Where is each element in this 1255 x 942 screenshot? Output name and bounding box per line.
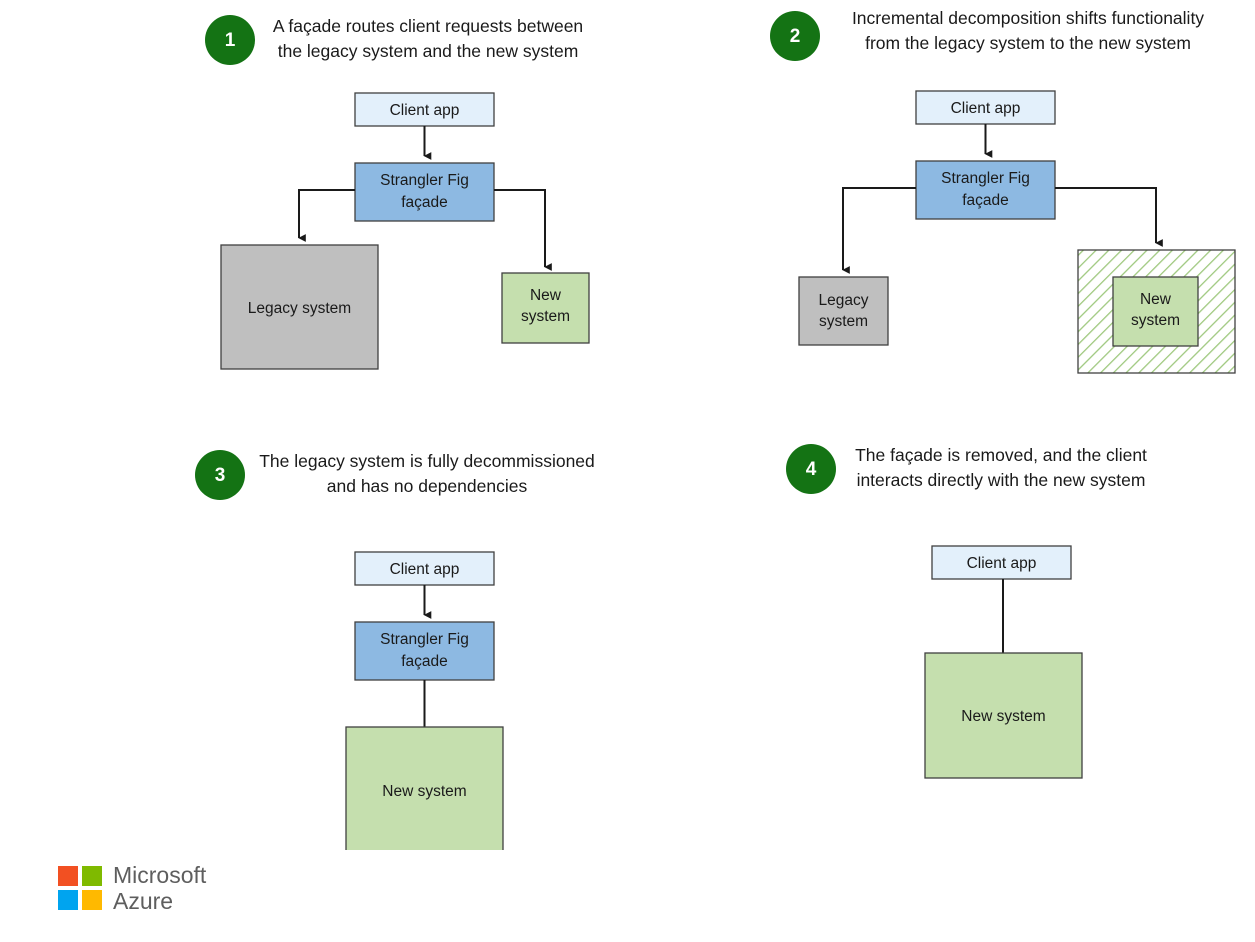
box-new-system-label-line2: system — [1131, 312, 1180, 329]
stage-badge-number: 1 — [224, 29, 236, 51]
box-client-app-label: Client app — [967, 555, 1037, 572]
box-new-system: New system — [345, 726, 504, 850]
box-new-system: New system — [924, 652, 1083, 779]
stage-caption-4: The façade is removed, and the client in… — [855, 445, 1147, 490]
box-facade-label-line1: Strangler Fig — [941, 170, 1030, 187]
stage-4-flow: Client app New system — [924, 545, 1083, 779]
stage-badge-2: 2 — [770, 11, 820, 61]
box-strangler-fig-facade: Strangler Fig façade — [354, 162, 495, 222]
box-legacy-system-label-line1: Legacy — [819, 292, 869, 309]
box-client-app: Client app — [354, 92, 495, 127]
box-client-app-label: Client app — [390, 561, 460, 578]
box-client-app: Client app — [931, 545, 1072, 580]
stage-badge-number: 2 — [789, 25, 801, 47]
box-facade-label-line2: façade — [962, 192, 1009, 209]
box-strangler-fig-facade: Strangler Fig façade — [915, 160, 1056, 220]
box-facade-label-line1: Strangler Fig — [380, 172, 469, 189]
box-new-system: New system — [1112, 276, 1199, 347]
stage-badge-number: 3 — [214, 464, 226, 486]
box-new-system-label: New system — [382, 783, 466, 800]
box-facade-label-line2: façade — [401, 194, 448, 211]
ms-square-yellow — [82, 890, 102, 910]
box-legacy-system: Legacy system — [798, 276, 889, 346]
stage-caption-1: A façade routes client requests between … — [272, 16, 584, 61]
ms-square-blue — [58, 890, 78, 910]
box-new-system-label: New system — [961, 708, 1045, 725]
arrow-facade-to-legacy — [298, 189, 355, 242]
microsoft-squares-icon — [58, 866, 102, 910]
box-new-system-label-line1: New — [530, 287, 562, 304]
box-client-app: Client app — [354, 551, 495, 586]
stage-badge-1: 1 — [205, 15, 255, 65]
ms-square-green — [82, 866, 102, 886]
panel-stage-3: 3 The legacy system is fully decommissio… — [0, 430, 628, 850]
box-facade-label-line1: Strangler Fig — [380, 631, 469, 648]
logo-wordmark: Microsoft Azure — [113, 862, 206, 914]
box-new-system: New system — [501, 272, 590, 344]
ms-square-red — [58, 866, 78, 886]
box-legacy-system-label: Legacy system — [248, 300, 351, 317]
arrow-facade-to-new — [1055, 187, 1163, 247]
box-legacy-system: Legacy system — [220, 244, 379, 370]
arrow-facade-to-new — [494, 189, 552, 271]
panel-stage-1: 1 A façade routes client requests betwee… — [0, 0, 628, 430]
microsoft-azure-logo: Microsoft Azure — [58, 862, 206, 914]
box-client-app-label: Client app — [951, 100, 1021, 117]
stage-badge-3: 3 — [195, 450, 245, 500]
box-client-app: Client app — [915, 90, 1056, 125]
stage-caption-2: Incremental decomposition shifts functio… — [851, 8, 1205, 53]
stage-badge-4: 4 — [786, 444, 836, 494]
box-new-system-label-line2: system — [521, 308, 570, 325]
stage-3-flow: Client app Strangler Fig façade New syst… — [345, 551, 504, 850]
panel-stage-4: 4 The façade is removed, and the client … — [628, 430, 1255, 850]
box-strangler-fig-facade: Strangler Fig façade — [354, 621, 495, 681]
box-legacy-system-label-line2: system — [819, 313, 868, 330]
box-facade-label-line2: façade — [401, 653, 448, 670]
stage-badge-number: 4 — [805, 458, 817, 480]
box-client-app-label: Client app — [390, 102, 460, 119]
logo-line-microsoft: Microsoft — [113, 862, 207, 888]
arrow-facade-to-legacy — [842, 187, 916, 274]
stage-2-flow: Client app Strangler Fig façade Legacy s… — [798, 90, 1236, 374]
stage-1-flow: Client app Strangler Fig façade Legacy s… — [220, 92, 590, 370]
stage-caption-3: The legacy system is fully decommissione… — [259, 451, 595, 496]
logo-line-azure: Azure — [113, 888, 174, 914]
panel-stage-2: 2 Incremental decomposition shifts funct… — [628, 0, 1255, 430]
box-new-system-label-line1: New — [1140, 291, 1172, 308]
